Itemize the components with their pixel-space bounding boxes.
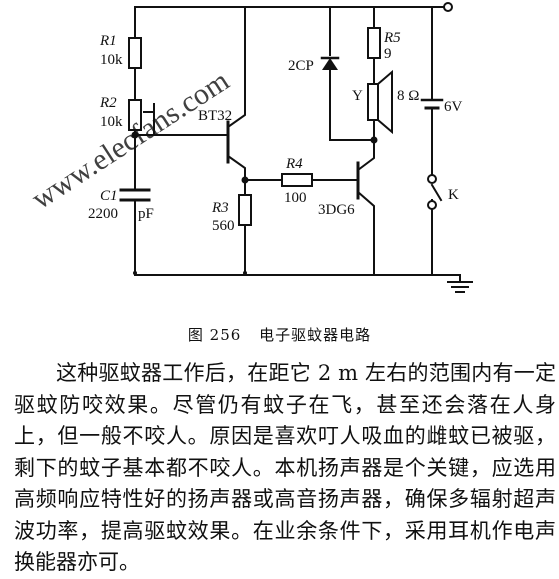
label-transistor: 3DG6 [318, 202, 355, 218]
label-bt32: BT32 [198, 108, 232, 124]
label-r2-value: 10k [100, 114, 123, 130]
label-c1-name: C1 [100, 188, 118, 204]
label-c1-unit: pF [138, 206, 154, 222]
label-r2-name: R2 [99, 95, 117, 111]
label-switch: K [448, 187, 459, 203]
label-r4-value: 100 [284, 190, 307, 206]
label-r5-value: 9 [384, 46, 392, 62]
label-diode: 2CP [288, 58, 314, 74]
label-r1-name: R1 [99, 33, 117, 49]
resistor-r4 [281, 173, 313, 187]
label-speaker: Y [352, 88, 363, 104]
label-speaker-ohm: 8 Ω [397, 88, 419, 104]
label-r5-name: R5 [383, 30, 401, 46]
figure-number: 图 256 [187, 326, 242, 344]
label-r4-name: R4 [285, 156, 303, 172]
terminal [443, 2, 453, 12]
watermark: www.elecfans.com [26, 64, 235, 216]
resistor-r1 [128, 37, 142, 69]
label-battery: 6V [444, 99, 463, 115]
body-text: 这种驱蚊器工作后，在距它 2 m 左右的范围内有一定驱蚊防咬效果。尽管仍有蚊子在… [14, 358, 556, 579]
label-r1-value: 10k [100, 52, 123, 68]
paragraph: 这种驱蚊器工作后，在距它 2 m 左右的范围内有一定驱蚊防咬效果。尽管仍有蚊子在… [14, 361, 556, 574]
label-r3-name: R3 [211, 200, 229, 216]
resistor-r5 [367, 27, 381, 59]
circuit-diagram: www.elecfans.com R1 10k R2 10k C1 2200 p… [26, 2, 473, 293]
resistor-r3 [238, 194, 252, 226]
speaker-y [367, 83, 379, 121]
figure-title: 电子驱蚊器电路 [259, 326, 372, 344]
label-r3-value: 560 [212, 218, 235, 234]
switch-k [430, 183, 443, 202]
label-c1-value: 2200 [88, 206, 118, 222]
figure-caption: 图 256 电子驱蚊器电路 [0, 324, 559, 345]
